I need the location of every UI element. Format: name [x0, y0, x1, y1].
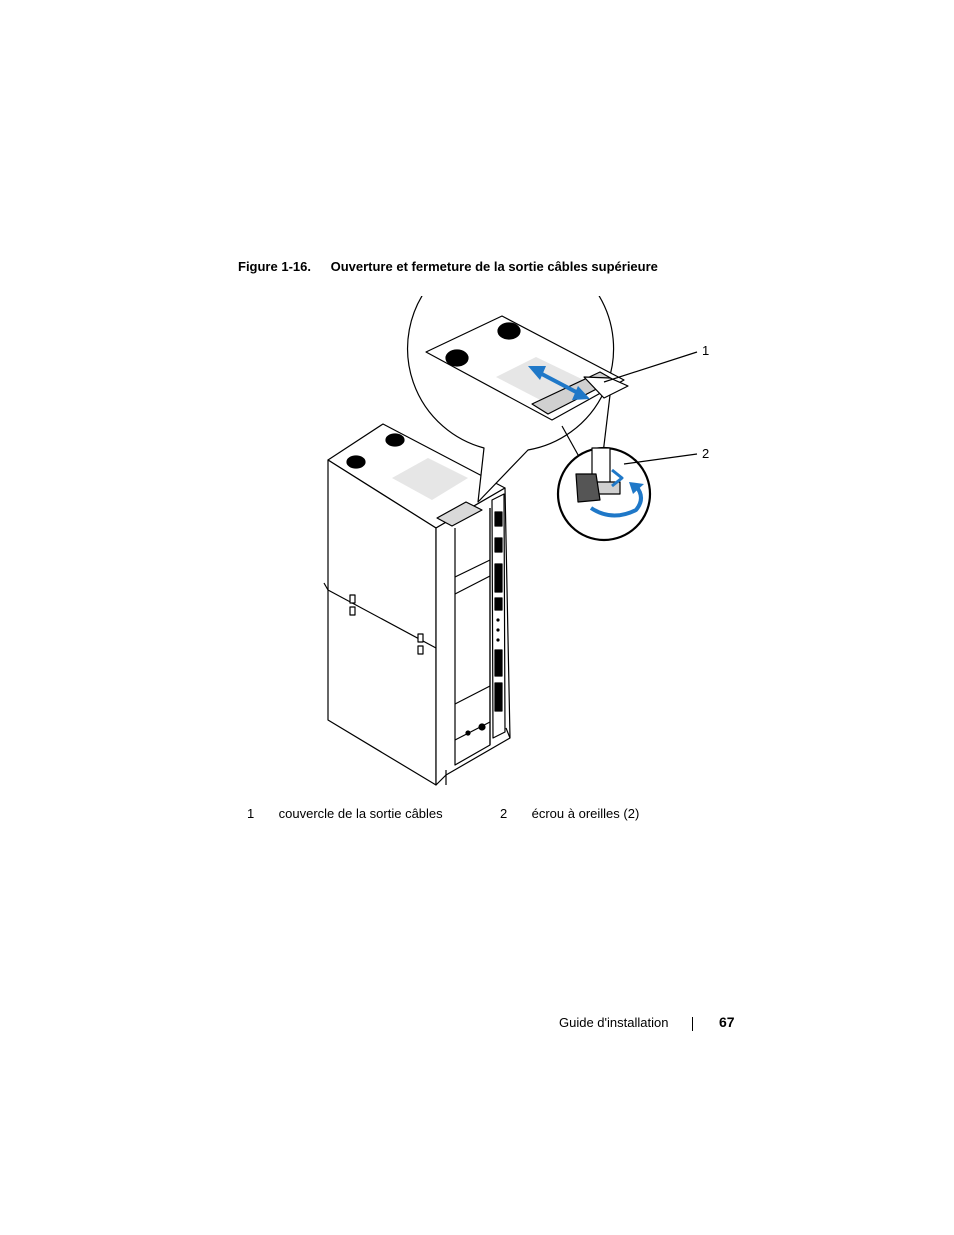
cable-exit-cover-small: [436, 501, 483, 527]
callout-line-1: [603, 351, 698, 383]
rack-cabinet-illustration: [323, 296, 698, 786]
top-hole-2: [385, 433, 405, 447]
wing-nut-icon: [575, 473, 601, 503]
legend-label: écrou à oreilles (2): [531, 806, 640, 821]
figure-number: Figure 1-16.: [238, 259, 311, 274]
legend-item-1: 1 couvercle de la sortie câbles: [247, 806, 443, 821]
magnified-hole-2: [497, 322, 521, 340]
slide-arrow-icon: [528, 366, 590, 400]
figure-title: Ouverture et fermeture de la sortie câbl…: [330, 259, 658, 274]
footer-doc-title: Guide d'installation: [559, 1015, 669, 1030]
legend-label: couvercle de la sortie câbles: [278, 806, 443, 821]
magnified-hole-1: [445, 349, 469, 367]
callout-2: 2: [702, 446, 710, 461]
legend-number: 1: [247, 806, 255, 821]
legend-number: 2: [500, 806, 508, 821]
footer-separator: [692, 1017, 693, 1031]
top-hole-1: [346, 455, 366, 469]
page-number: 67: [719, 1014, 735, 1030]
callout-line-2: [623, 453, 698, 465]
callout-1: 1: [702, 343, 710, 358]
top-vent-area: [392, 458, 468, 500]
legend-item-2: 2 écrou à oreilles (2): [500, 806, 639, 821]
rotate-arrow-icon: [589, 484, 643, 518]
figure-caption: Figure 1-16. Ouverture et fermeture de l…: [238, 259, 658, 274]
